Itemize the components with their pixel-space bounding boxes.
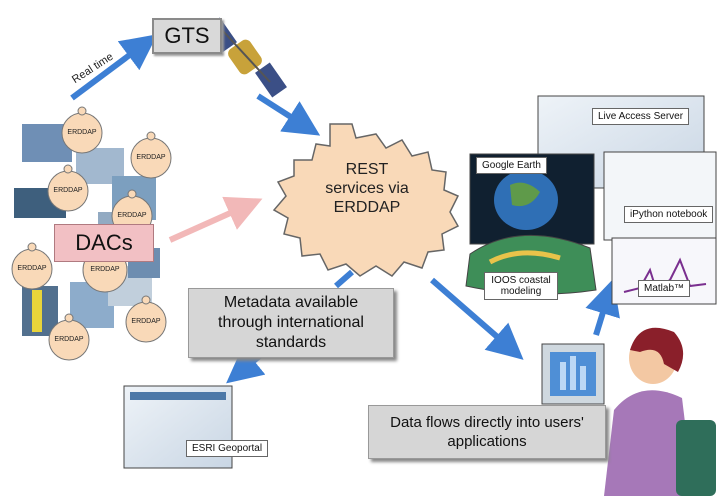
dacs-box: DACs [54,224,154,262]
erddap-gear-label: ERDDAP [54,336,84,343]
erddap-gear-label: ERDDAP [136,154,166,161]
erddap-gear-label: ERDDAP [117,212,147,219]
erddap-gear-label: ERDDAP [17,265,47,272]
rest-to-metadata-arrow [334,269,354,289]
user-to-apps-arrow [585,278,620,336]
rest-to-user-arrow [430,277,524,360]
data-flows-box: Data flows directly into users' applicat… [368,405,606,459]
dacs-to-rest-arrow [168,196,263,243]
satellite-to-rest-arrow [256,93,321,136]
erddap-gear-label: ERDDAP [67,129,97,136]
erddap-gear-label: ERDDAP [131,318,161,325]
matlab-label: Matlab™ [638,280,691,297]
google-earth-label: Google Earth [476,157,547,174]
metadata-box: Metadata available through international… [188,288,394,358]
ioos-coastal-modeling-label: IOOS coastal modeling [484,272,558,300]
gts-box: GTS [152,18,222,54]
user-at-computer [541,327,716,496]
rest-gear [272,123,460,277]
erddap-gear-label: ERDDAP [90,266,120,273]
live-access-server-label: Live Access Server [592,108,690,125]
realtime-arrow [70,34,158,101]
erddap-gear-label: ERDDAP [53,187,83,194]
ipython-notebook-label: iPython notebook [624,206,714,223]
rest-gear-label: REST services via ERDDAP [325,161,409,216]
esri-geoportal-label: ESRI Geoportal [186,440,269,457]
